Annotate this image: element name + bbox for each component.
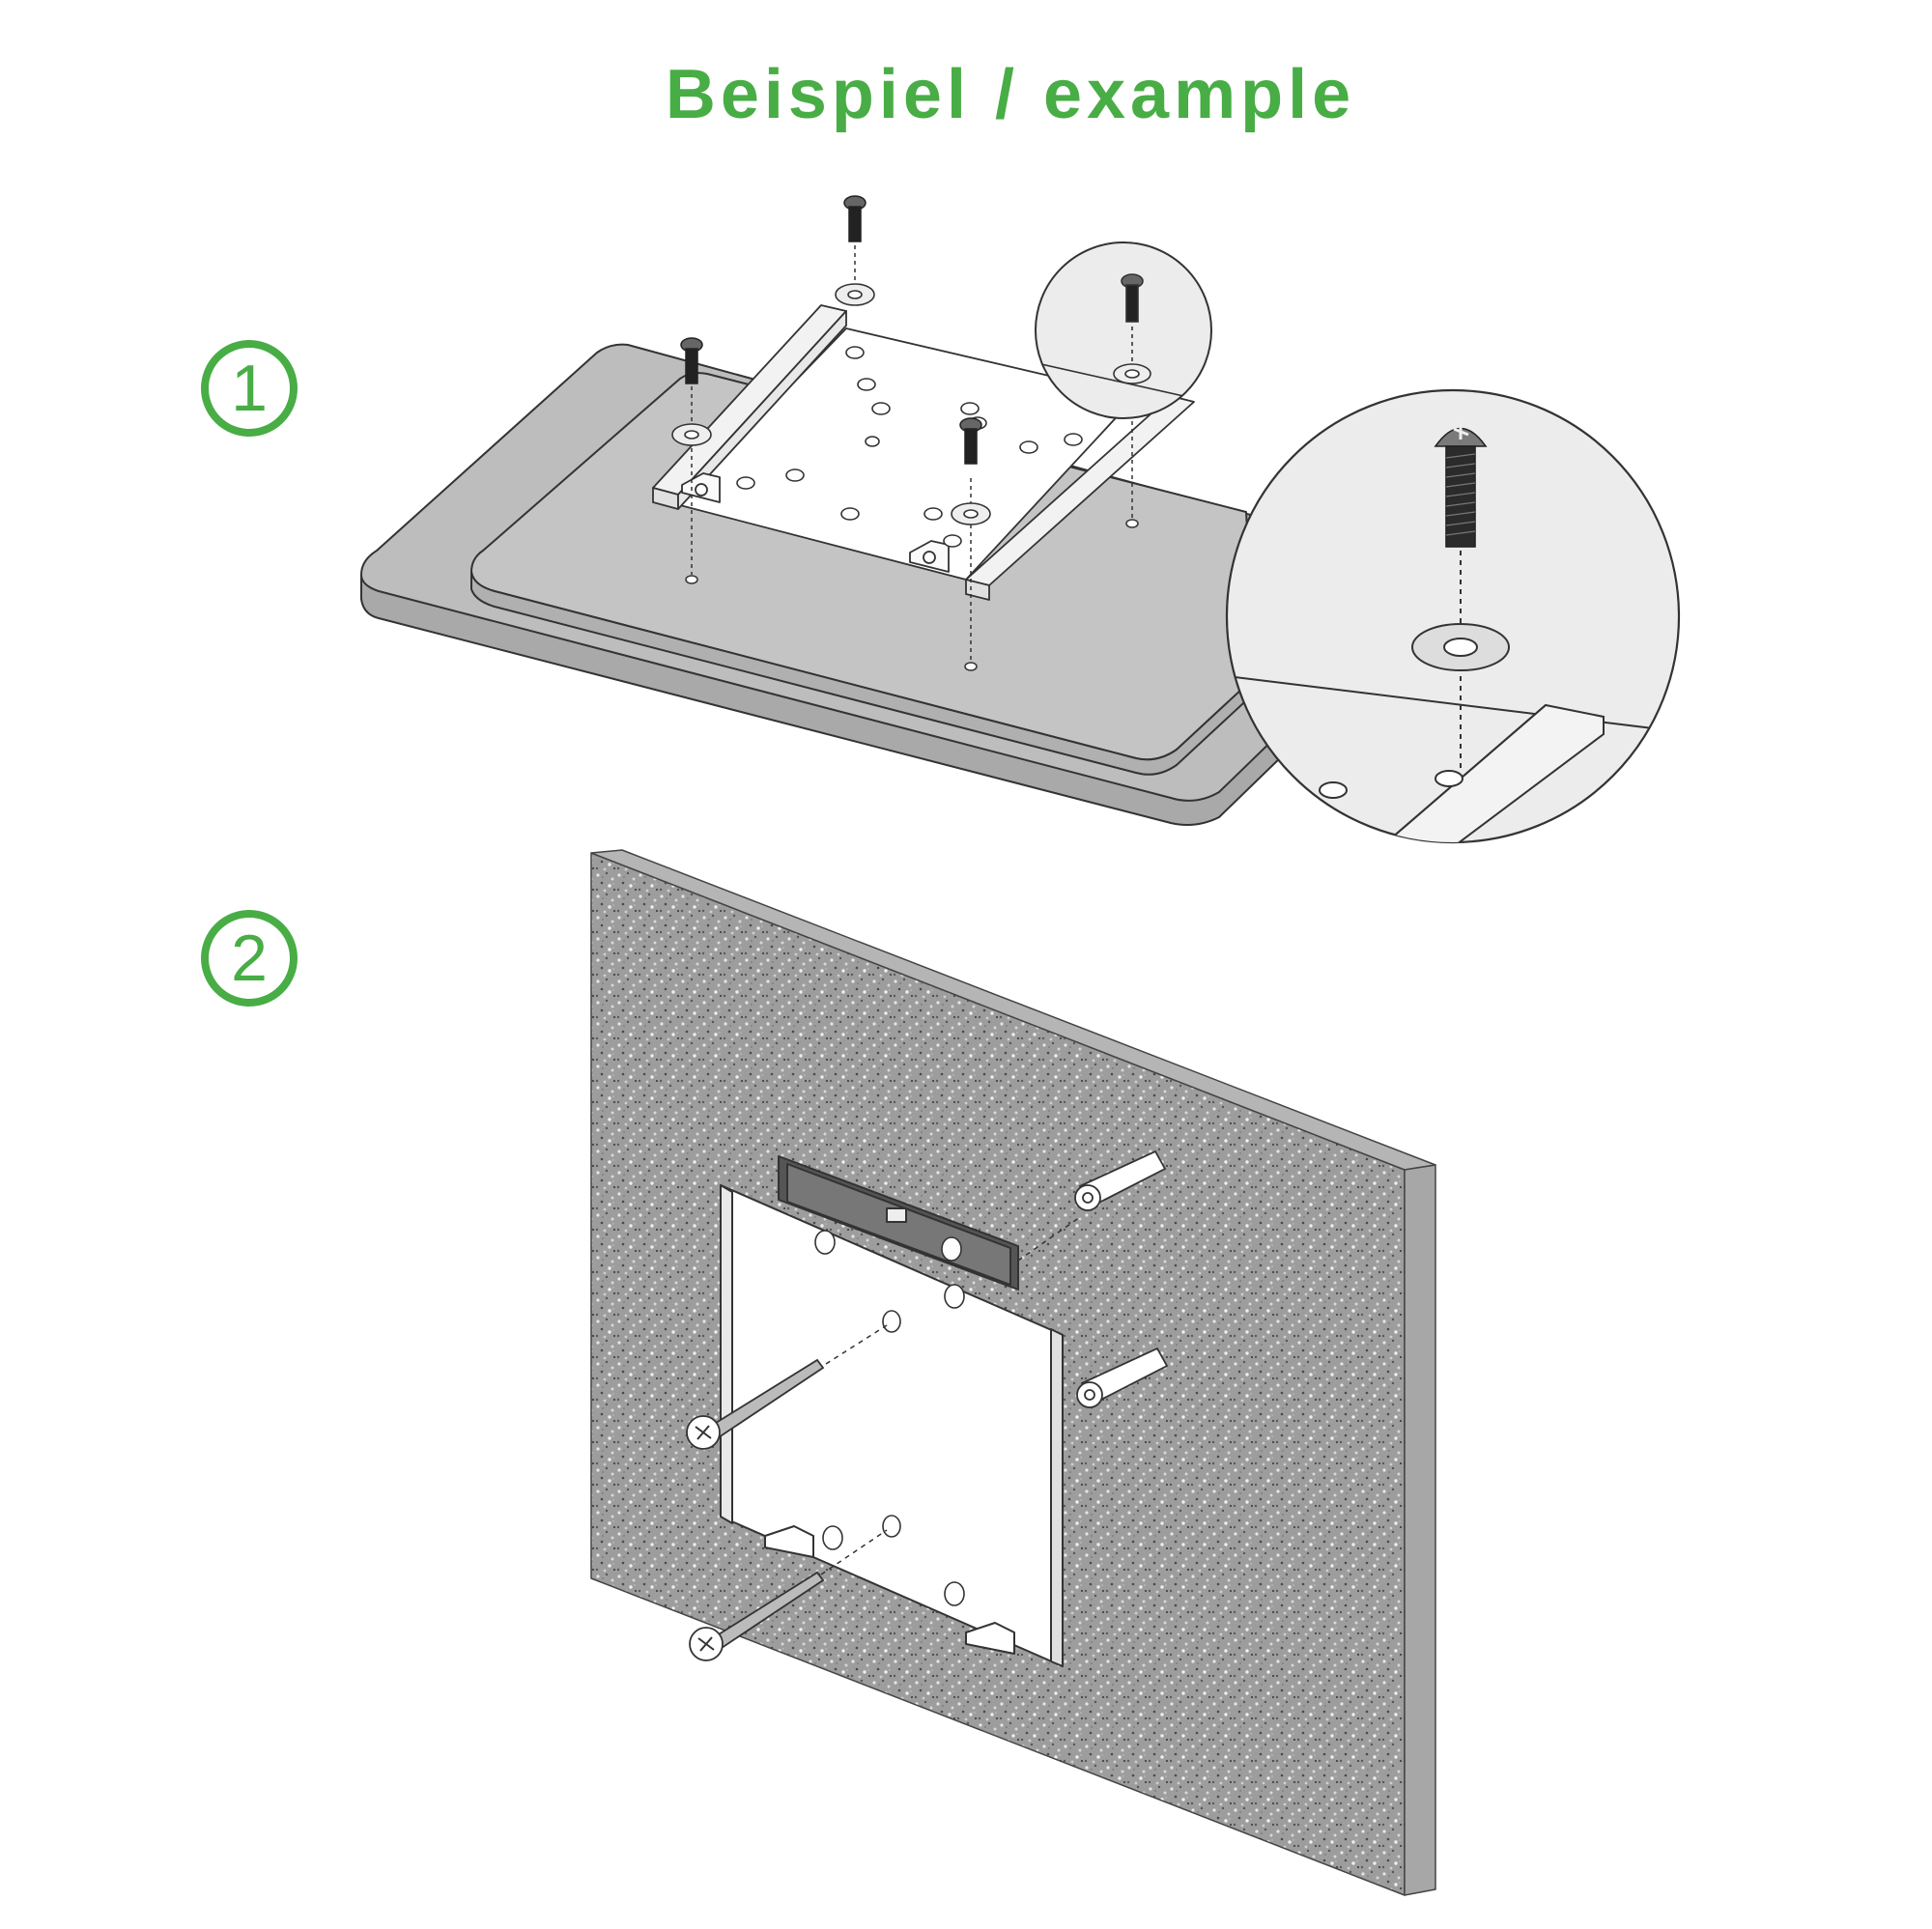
detail-magnifier-small [1035, 241, 1212, 419]
panel-holes [685, 519, 1139, 671]
guide-lines [820, 1216, 1081, 1575]
screw-icon [1434, 423, 1488, 548]
bracket-holes [814, 1230, 965, 1606]
page-title: Beispiel / example [665, 56, 1356, 133]
wood-screw-icon [686, 1358, 825, 1661]
detail-magnifier-large [1225, 388, 1681, 844]
wall-plug-icon [1074, 1149, 1169, 1408]
screw-icon [680, 195, 982, 465]
plate-holes [736, 346, 1083, 548]
step-1-badge: 1 [201, 340, 298, 437]
washer-icon [671, 283, 991, 525]
step-2-badge: 2 [201, 910, 298, 1007]
mounting-plate [652, 304, 1195, 601]
